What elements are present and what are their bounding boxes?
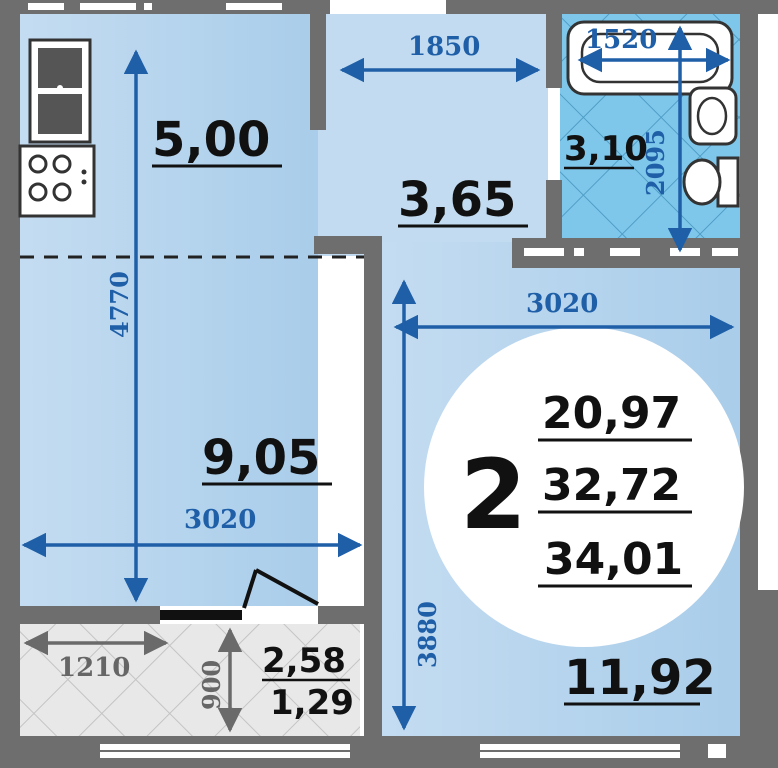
total-area-value: 32,72 (542, 460, 681, 511)
kitchen-area: 5,00 (152, 112, 282, 168)
stove-icon (18, 144, 96, 218)
outer-wall-top-right (446, 0, 778, 14)
wall-kitchen-hall-top (310, 0, 326, 130)
left-width-label: 3020 (184, 505, 256, 535)
total-area-balcony-value: 34,01 (544, 534, 683, 585)
wall-room-divider (364, 236, 382, 768)
summary-circle (424, 327, 744, 647)
room-left-area-value: 9,05 (202, 430, 320, 486)
balcony-area: 2,58 1,29 (262, 641, 354, 723)
bath-slot-4 (670, 248, 700, 256)
right-width-label: 3020 (526, 289, 598, 319)
right-height-label: 3880 (413, 601, 442, 668)
bath-slot-2 (574, 248, 584, 256)
left-height-label: 4770 (105, 271, 134, 338)
kitchen-area-value: 5,00 (152, 112, 270, 168)
window-top-4 (226, 3, 282, 10)
wall-room-bottom-left (20, 606, 160, 624)
window-top-2 (80, 3, 136, 10)
rooms-count: 2 (460, 439, 527, 551)
dimension-lines (21, 25, 735, 731)
bath-slot-1 (524, 248, 564, 256)
apartment-summary: 2 20,97 32,72 34,01 (460, 388, 692, 588)
hall-area: 3,65 (398, 172, 528, 228)
toilet-icon (682, 156, 740, 208)
door-swing-icon (160, 568, 319, 620)
sink-icon (28, 38, 92, 144)
living-area-value: 20,97 (542, 388, 681, 439)
bathroom-area: 3,10 (564, 129, 648, 170)
dimension-lines-balcony (23, 627, 243, 733)
wall-bath-left-bottom (546, 180, 562, 250)
window-top-1 (28, 3, 64, 10)
bath-width-label: 1520 (585, 25, 657, 55)
bath-slot-5 (712, 248, 738, 256)
bathroom-area-value: 3,10 (564, 129, 648, 169)
wall-room-divider-top (314, 236, 382, 254)
bath-height-label: 2095 (641, 129, 670, 196)
balcony-depth-label: 900 (197, 660, 226, 710)
window-top-3 (144, 3, 152, 10)
outer-wall-right (740, 0, 758, 600)
balcony-reduced-area-value: 1,29 (270, 683, 354, 723)
hall-floor (318, 14, 548, 242)
wall-bath-left-top (546, 14, 562, 88)
balcony-area-value: 2,58 (262, 641, 346, 681)
room-right-area: 11,92 (564, 650, 716, 706)
hall-area-value: 3,65 (398, 172, 516, 228)
hall-width-label: 1850 (408, 32, 480, 62)
outer-wall-left (0, 0, 20, 768)
bath-slot-3 (610, 248, 640, 256)
room-right-area-value: 11,92 (564, 650, 716, 706)
window-right-2 (708, 744, 726, 758)
wall-room-bottom-right (318, 606, 368, 624)
balcony-width-label: 1210 (58, 653, 130, 683)
room-left-area: 9,05 (202, 430, 332, 486)
washbasin-icon (688, 86, 738, 146)
